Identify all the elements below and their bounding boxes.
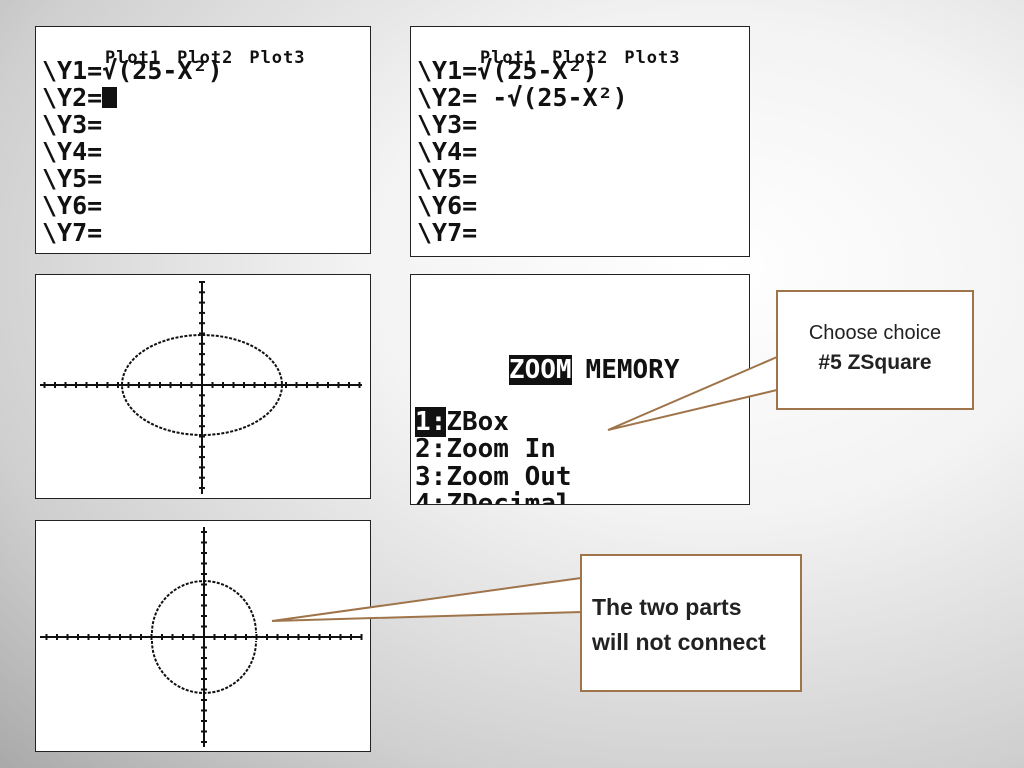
y-function-label: \Y7 [417, 218, 463, 247]
circle-upper-half [151, 580, 257, 634]
graph-axes [40, 281, 362, 494]
menu-item-number: 1: [415, 406, 447, 437]
plot2-label: Plot2 [177, 48, 234, 68]
y-function-equation[interactable]: = [87, 218, 103, 247]
y-function-label: \Y1 [42, 56, 88, 85]
y-function-row[interactable]: \Y6= [417, 192, 628, 219]
y-function-row[interactable]: \Y5= [417, 165, 628, 192]
y-function-equation[interactable]: = [462, 191, 478, 220]
y-function-row[interactable]: \Y7= [417, 219, 628, 246]
zoom-menu-item[interactable]: 1:ZBox [415, 406, 679, 437]
plot1-label: Plot1 [104, 48, 162, 68]
zoom-menu-item[interactable]: 3:Zoom Out [415, 461, 679, 492]
y-function-equation[interactable]: = [462, 137, 478, 166]
graph-axes [40, 527, 363, 747]
y-function-label: \Y3 [417, 110, 463, 139]
y-function-label: \Y7 [42, 218, 88, 247]
y-function-equation[interactable]: =√(25-X²) [87, 56, 223, 85]
callout-parts-line1: The two parts [592, 594, 742, 620]
menu-header: ZOOM MEMORY [415, 329, 679, 385]
y-function-label: \Y4 [417, 137, 463, 166]
tab-memory[interactable]: MEMORY [585, 354, 680, 385]
y-function-equation[interactable]: = [462, 218, 478, 247]
menu-item-label: Zoom In [446, 434, 556, 464]
zoom-menu-item[interactable]: 4:ZDecimal [415, 489, 679, 505]
y-function-label: \Y4 [42, 137, 88, 166]
y-function-row[interactable]: \Y3= [417, 111, 628, 138]
menu-item-number: 2: [415, 434, 447, 464]
callout-choose-choice: Choose choice #5 ZSquare [776, 290, 974, 410]
y-function-label: \Y6 [42, 191, 88, 220]
y-function-equation[interactable]: = [87, 137, 103, 166]
text-cursor [102, 87, 118, 108]
callout-two-parts: The two parts will not connect [580, 554, 802, 692]
y-editor-screen-2: Plot1 Plot2 Plot3 \Y1=√(25-X²)\Y2= -√(25-X… [410, 26, 750, 257]
graph-screen-standard [35, 274, 371, 499]
y-function-label: \Y5 [42, 164, 88, 193]
y-function-row[interactable]: \Y2= [42, 84, 223, 111]
circle-lower-half [151, 640, 257, 694]
plot1-label: Plot1 [479, 48, 537, 68]
ellipse-curve [121, 334, 283, 436]
plot2-label: Plot2 [552, 48, 609, 68]
y-function-equation[interactable]: = -√(25-X²) [462, 83, 628, 112]
y-function-equation[interactable]: = [87, 164, 103, 193]
y-function-row[interactable]: \Y7= [42, 219, 223, 246]
y-function-equation[interactable]: = [87, 110, 103, 139]
y-function-label: \Y3 [42, 110, 88, 139]
y-function-row[interactable]: \Y1=√(25-X²) [42, 57, 223, 84]
y-function-equation[interactable]: =√(25-X²) [462, 56, 598, 85]
y-function-label: \Y2 [42, 83, 88, 112]
y-function-list: \Y1=√(25-X²)\Y2= -√(25-X²)\Y3=\Y4=\Y5=\Y… [417, 57, 628, 246]
graph-square-svg [40, 527, 363, 747]
y-function-list: \Y1=√(25-X²)\Y2=\Y3=\Y4=\Y5=\Y6=\Y7= [42, 57, 223, 246]
y-function-row[interactable]: \Y6= [42, 192, 223, 219]
graph-standard-svg [40, 281, 362, 494]
tab-zoom[interactable]: ZOOM [508, 354, 572, 385]
y-function-row[interactable]: \Y4= [42, 138, 223, 165]
y-function-equation[interactable]: = [87, 191, 103, 220]
y-function-row[interactable]: \Y1=√(25-X²) [417, 57, 628, 84]
y-function-equation[interactable]: = [462, 110, 478, 139]
menu-item-number: 4: [415, 489, 447, 505]
callout-choice-line1: Choose choice [808, 322, 942, 344]
plot-labels: Plot1 Plot2 Plot3 [60, 33, 322, 84]
callout-parts-line2: will not connect [592, 629, 766, 655]
zoom-menu-item[interactable]: 2:Zoom In [415, 434, 679, 464]
graph-screen-square [35, 520, 371, 752]
menu-item-label: Zoom Out [446, 461, 572, 492]
menu-item-number: 3: [415, 461, 447, 492]
menu-item-label: ZDecimal [446, 489, 572, 505]
y-function-label: \Y2 [417, 83, 463, 112]
y-function-row[interactable]: \Y3= [42, 111, 223, 138]
y-function-row[interactable]: \Y4= [417, 138, 628, 165]
menu-item-label: ZBox [446, 406, 509, 437]
y-function-row[interactable]: \Y2= -√(25-X²) [417, 84, 628, 111]
plot-labels: Plot1 Plot2 Plot3 [435, 33, 697, 84]
y-function-label: \Y5 [417, 164, 463, 193]
y-function-equation[interactable]: = [462, 164, 478, 193]
y-function-label: \Y6 [417, 191, 463, 220]
plot3-label: Plot3 [624, 48, 681, 68]
y-function-row[interactable]: \Y5= [42, 165, 223, 192]
callout-choice-line2: #5 ZSquare [818, 351, 932, 374]
plot3-label: Plot3 [249, 48, 306, 68]
y-function-equation[interactable]: = [87, 83, 103, 112]
y-function-label: \Y1 [417, 56, 463, 85]
